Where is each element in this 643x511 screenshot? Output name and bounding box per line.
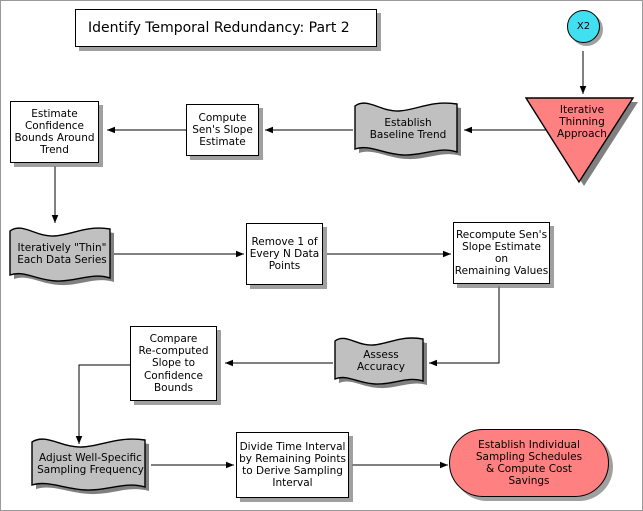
- node-label: Remove 1 of Every N Data Points: [249, 235, 320, 273]
- node-recompute-sens-slope-estimate[interactable]: Recompute Sen's Slope Estimate on Remain…: [453, 222, 550, 284]
- node-label: Establish Individual Sampling Schedules …: [475, 438, 583, 488]
- node-compare-re-computed-slope[interactable]: Compare Re-computed Slope to Confidence …: [130, 326, 217, 401]
- node-iterative-thinning-approach[interactable]: Iterative Thinning Approach: [525, 97, 639, 187]
- connector-circle-x2[interactable]: X2: [567, 10, 600, 43]
- node-adjust-well-specific-sampling-frequency[interactable]: Adjust Well-Specific Sampling Frequency: [28, 435, 153, 495]
- node-label: Establish Baseline Trend: [369, 116, 447, 141]
- node-label: Adjust Well-Specific Sampling Frequency: [37, 451, 144, 476]
- connector-circle-label: X2: [576, 20, 591, 32]
- node-establish-baseline-trend[interactable]: Establish Baseline Trend: [351, 100, 465, 160]
- wavy-document-shape: [9, 227, 114, 286]
- node-label: Compute Sen's Slope Estimate: [192, 111, 253, 149]
- node-label: Recompute Sen's Slope Estimate on Remain…: [454, 228, 549, 278]
- node-label: Compare Re-computed Slope to Confidence …: [138, 333, 209, 394]
- node-label: Estimate Confidence Bounds Around Trend: [14, 107, 95, 157]
- node-estimate-confidence-bounds[interactable]: Estimate Confidence Bounds Around Trend: [10, 101, 99, 163]
- node-iteratively-thin-each-data-series[interactable]: Iteratively "Thin" Each Data Series: [6, 224, 118, 286]
- node-establish-individual-sampling-schedules[interactable]: Establish Individual Sampling Schedules …: [449, 429, 609, 497]
- wavy-document-shape: [31, 438, 149, 495]
- node-label: Iterative Thinning Approach: [557, 104, 607, 141]
- inverted-triangle-shape: [525, 97, 638, 186]
- node-remove-1-of-every-n-data-points[interactable]: Remove 1 of Every N Data Points: [246, 223, 323, 285]
- diagram-title-banner: Identify Temporal Redundancy: Part 2: [75, 9, 377, 47]
- edge-compare-to-adjust: [75, 364, 130, 444]
- node-label: Assess Accuracy: [357, 348, 405, 373]
- node-assess-accuracy[interactable]: Assess Accuracy: [331, 335, 431, 389]
- page-title: Identify Temporal Redundancy: Part 2: [88, 19, 350, 36]
- node-divide-time-interval[interactable]: Divide Time Interval by Remaining Points…: [236, 432, 349, 498]
- node-compute-sens-slope-estimate[interactable]: Compute Sen's Slope Estimate: [186, 104, 259, 156]
- node-label: Divide Time Interval by Remaining Points…: [239, 440, 346, 490]
- node-label: Iteratively "Thin" Each Data Series: [17, 241, 107, 266]
- wavy-document-shape: [354, 102, 461, 160]
- wavy-document-shape: [334, 337, 427, 389]
- edge-recompute-to-assess: [429, 286, 500, 367]
